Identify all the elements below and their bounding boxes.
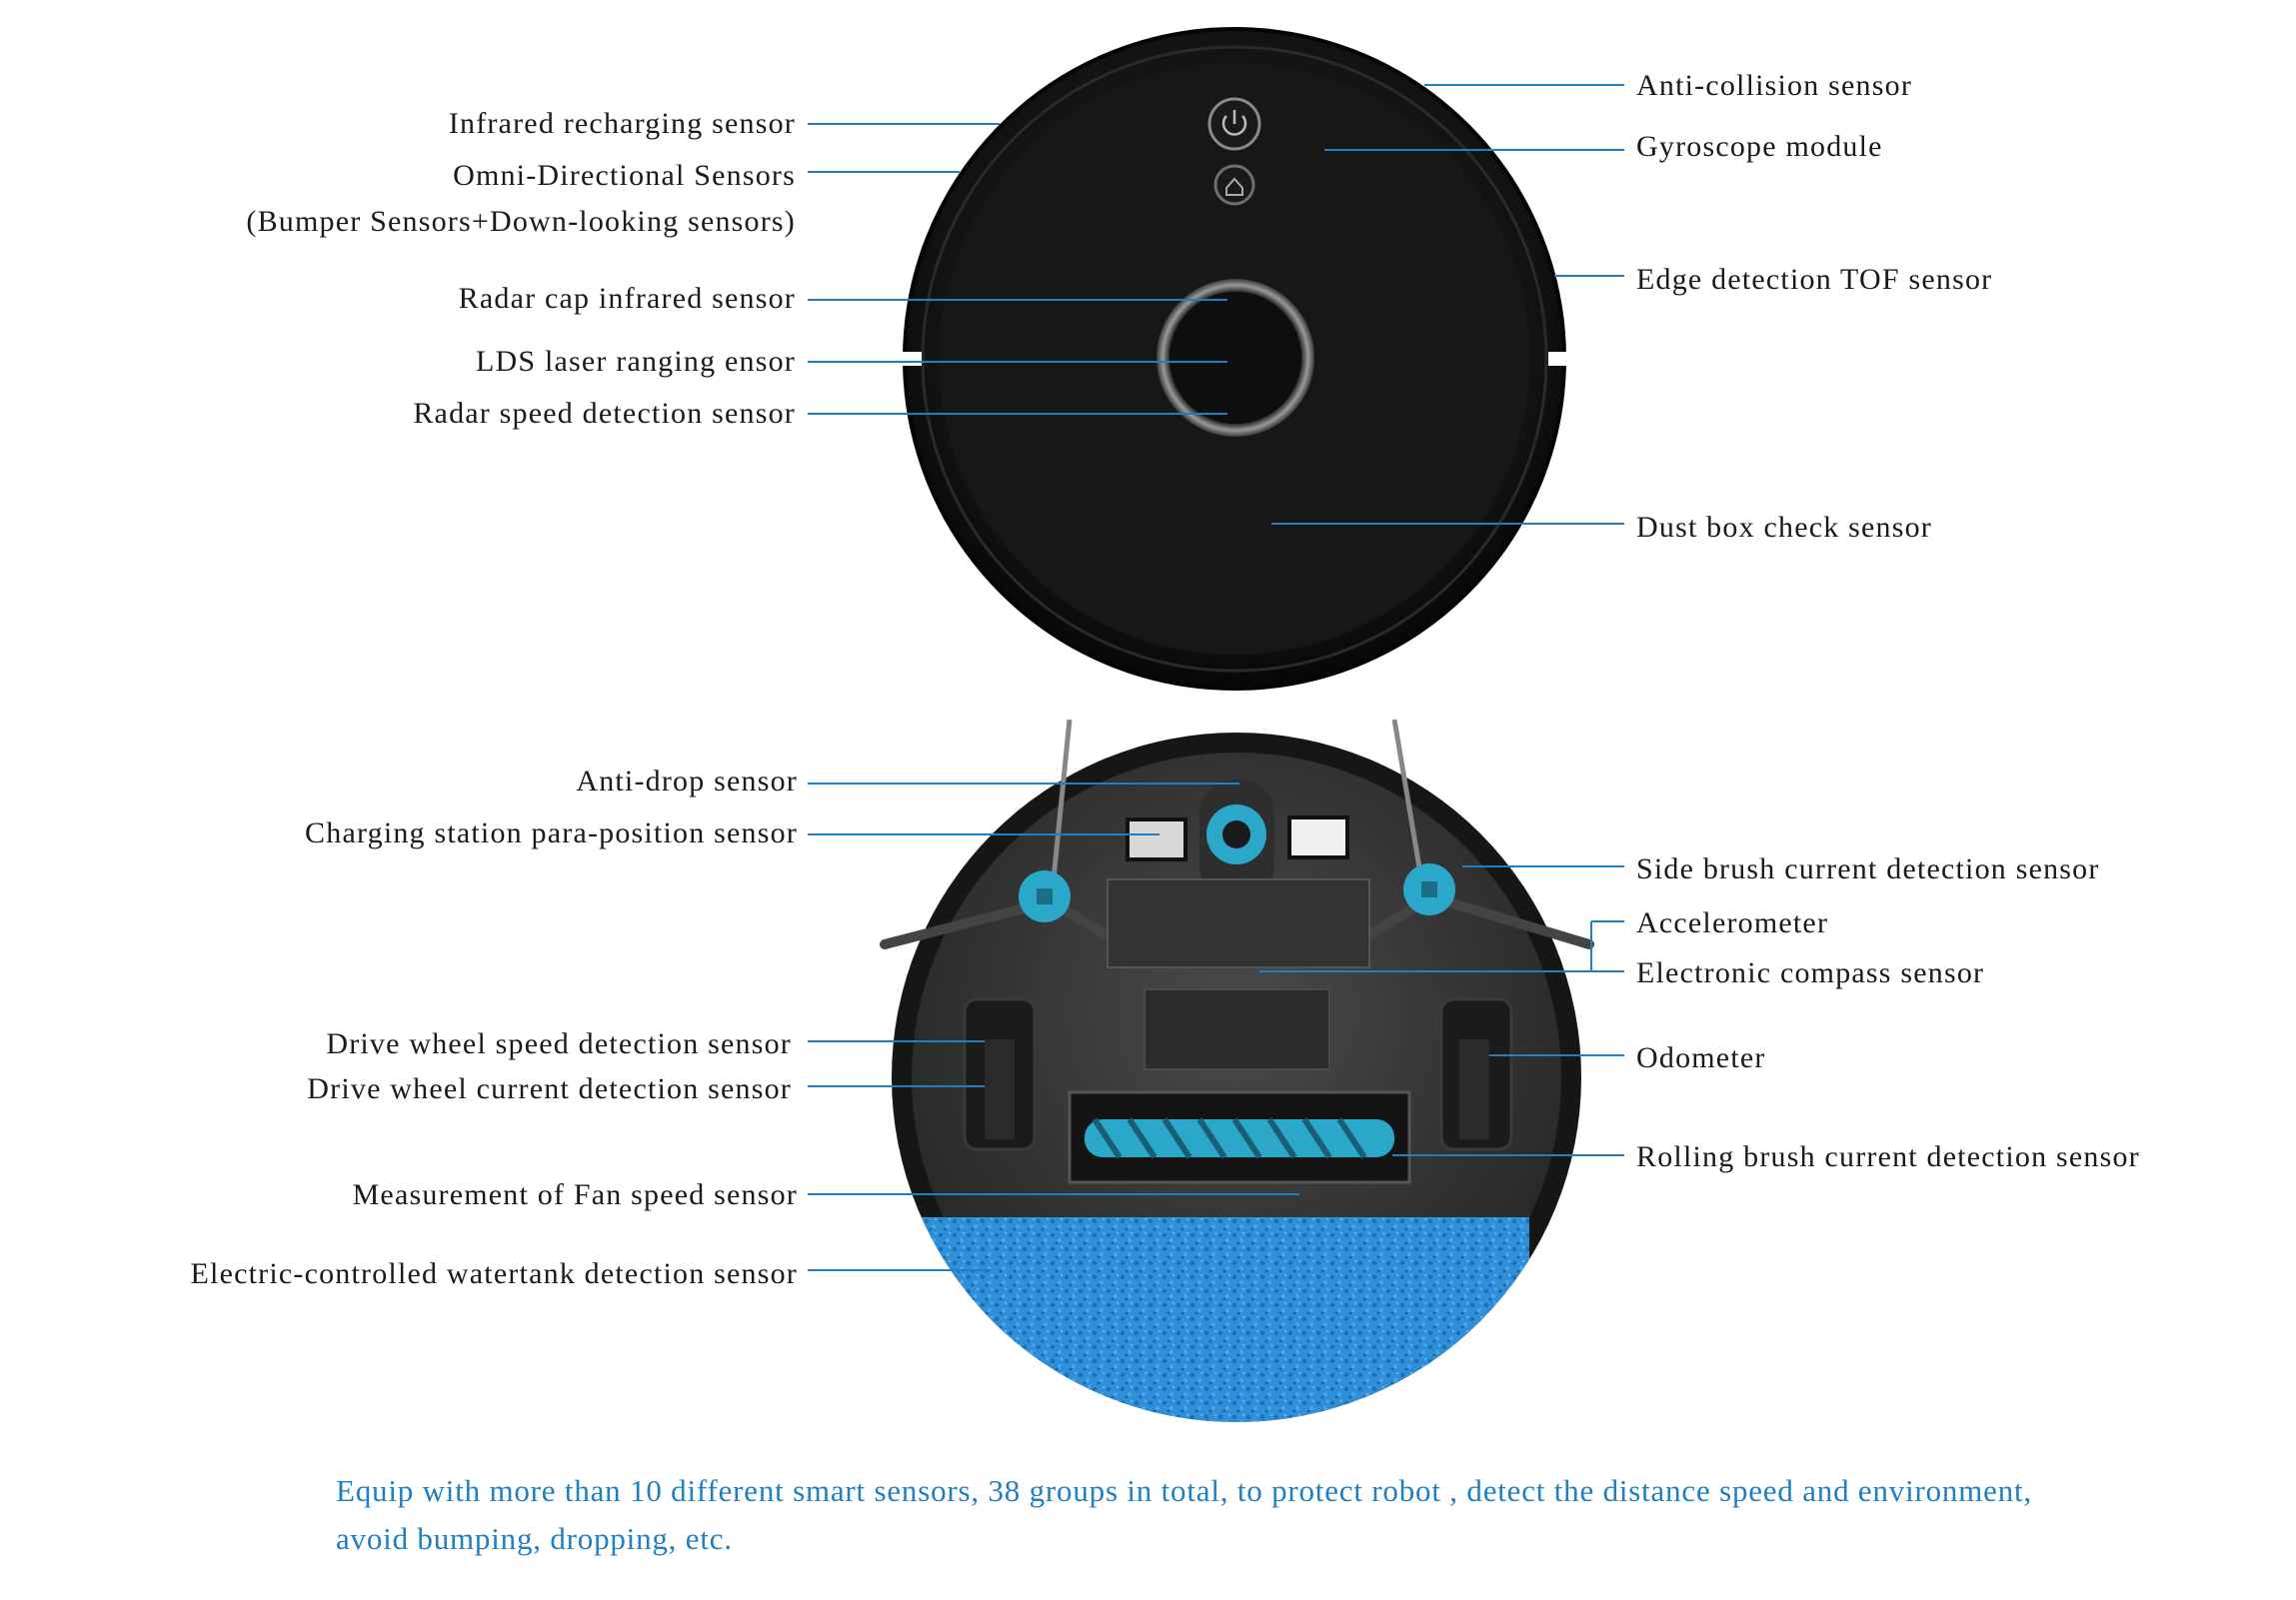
label-gyroscope: Gyroscope module	[1636, 130, 1883, 163]
summary-caption: Equip with more than 10 different smart …	[336, 1467, 2215, 1563]
anti-drop-window	[1289, 817, 1347, 857]
label-watertank: Electric-controlled watertank detection …	[191, 1257, 798, 1290]
label-rolling-brush: Rolling brush current detection sensor	[1636, 1140, 2140, 1173]
label-charging-station: Charging station para-position sensor	[305, 816, 798, 849]
label-radar-cap-infrared: Radar cap infrared sensor	[459, 282, 796, 315]
caption-line-2: avoid bumping, dropping, etc.	[336, 1515, 2215, 1563]
label-drive-wheel-current: Drive wheel current detection sensor	[307, 1072, 792, 1105]
label-accelerometer: Accelerometer	[1636, 906, 1828, 939]
robot-bottom-view	[880, 720, 1589, 1447]
label-compass: Electronic compass sensor	[1636, 956, 1984, 989]
charging-para-position-window	[1128, 819, 1185, 859]
power-button-icon	[1209, 99, 1259, 149]
robot-top-view	[900, 29, 1570, 689]
drive-wheel-right	[1441, 999, 1511, 1149]
label-lds-laser: LDS laser ranging ensor	[476, 345, 796, 378]
label-side-brush: Side brush current detection sensor	[1636, 852, 2100, 885]
label-drive-wheel-speed: Drive wheel speed detection sensor	[326, 1027, 792, 1060]
label-omni-directional-sub: (Bumper Sensors+Down-looking sensors)	[246, 205, 796, 238]
caption-line-1: Equip with more than 10 different smart …	[336, 1467, 2215, 1515]
label-radar-speed: Radar speed detection sensor	[413, 397, 796, 430]
label-anti-collision: Anti-collision sensor	[1636, 69, 1912, 102]
battery-cover	[1108, 879, 1369, 967]
label-dust-box: Dust box check sensor	[1636, 511, 1932, 544]
rolling-brush	[1070, 1092, 1409, 1182]
label-omni-directional: Omni-Directional Sensors	[453, 159, 796, 192]
home-button-icon	[1215, 166, 1253, 204]
label-odometer: Odometer	[1636, 1041, 1766, 1074]
label-fan-speed: Measurement of Fan speed sensor	[353, 1178, 798, 1211]
mop-pad	[880, 1217, 1529, 1447]
label-infrared-recharging: Infrared recharging sensor	[449, 107, 796, 140]
label-anti-drop: Anti-drop sensor	[576, 765, 798, 798]
label-edge-detection: Edge detection TOF sensor	[1636, 263, 1992, 296]
drive-wheel-left	[965, 999, 1035, 1149]
